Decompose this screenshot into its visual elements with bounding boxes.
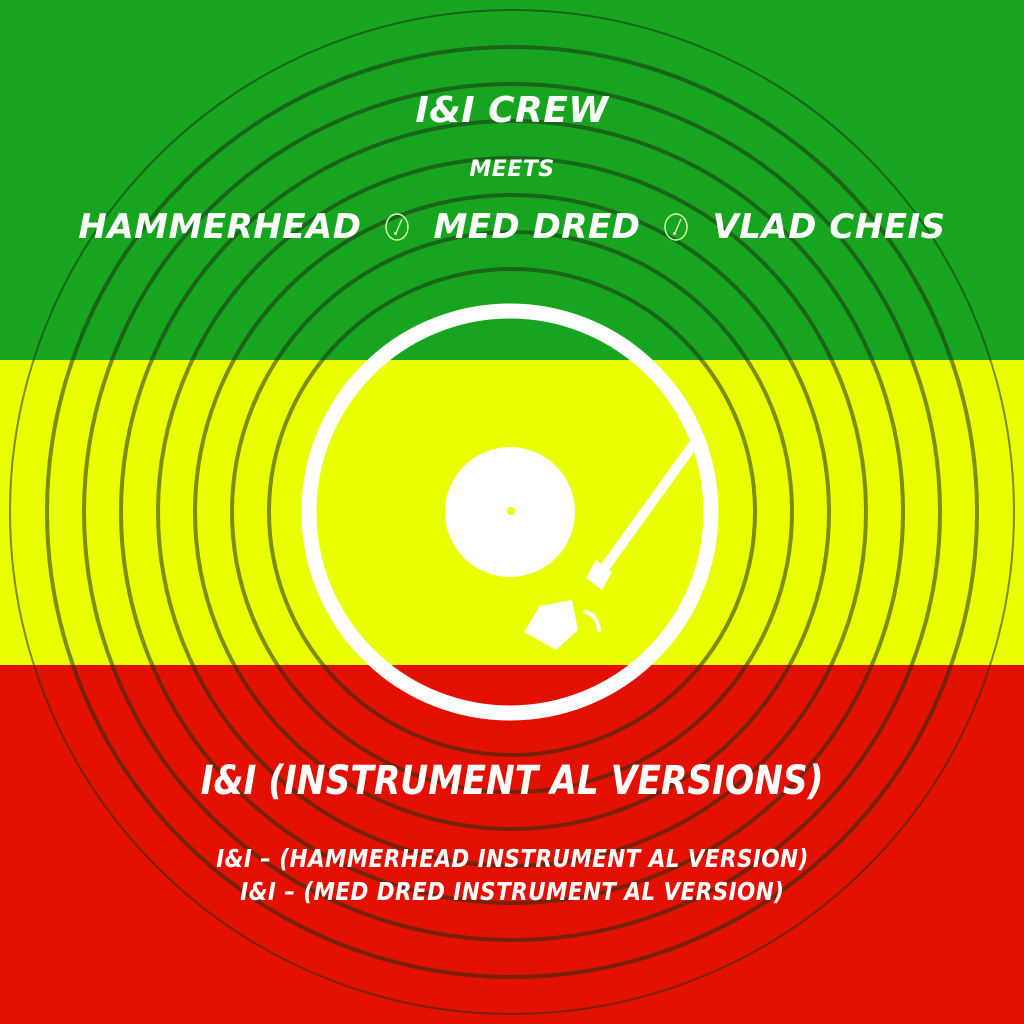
meets-label: MEETS bbox=[469, 157, 555, 182]
groove-ring bbox=[156, 156, 868, 868]
turntable-platter-ring bbox=[301, 303, 719, 721]
turntable-icon bbox=[301, 303, 719, 721]
groove-ring bbox=[119, 119, 905, 905]
red-stripe bbox=[0, 665, 1024, 1024]
crew-title: I&I CREW bbox=[415, 90, 609, 131]
release-title-text: I&I (INSTRUMENT AL VERSIONS) bbox=[200, 758, 824, 804]
artist-med-dred: MED DRED bbox=[433, 207, 641, 247]
spindle-hole bbox=[507, 507, 515, 515]
artist-vlad-cheis: VLAD CHEIS bbox=[712, 207, 946, 247]
groove-ring bbox=[45, 45, 979, 979]
tonearm-knob-icon bbox=[664, 213, 689, 241]
tonearm-knob-icon bbox=[385, 213, 410, 241]
groove-ring bbox=[230, 230, 794, 794]
groove-ring bbox=[82, 82, 942, 942]
tonearm-icon bbox=[524, 440, 698, 650]
groove-ring bbox=[267, 267, 757, 757]
artist-hammerhead: HAMMERHEAD bbox=[78, 207, 362, 247]
groove-ring bbox=[9, 9, 1015, 1015]
track-listing-item: I&I – (HAMMERHEAD INSTRUMENT AL VERSION) bbox=[0, 844, 1024, 873]
groove-rings bbox=[9, 9, 1015, 1015]
track-2: I&I – (MED DRED INSTRUMENT AL VERSION) bbox=[239, 877, 785, 906]
release-title: I&I (INSTRUMENT AL VERSIONS) bbox=[0, 758, 1024, 804]
track-1: I&I – (HAMMERHEAD INSTRUMENT AL VERSION) bbox=[215, 844, 809, 873]
green-stripe bbox=[0, 0, 1024, 360]
artists-line: HAMMERHEAD MED DRED VLAD CHEIS bbox=[0, 207, 1024, 247]
track-listing-item: I&I – (MED DRED INSTRUMENT AL VERSION) bbox=[0, 877, 1024, 906]
groove-ring bbox=[193, 193, 831, 831]
